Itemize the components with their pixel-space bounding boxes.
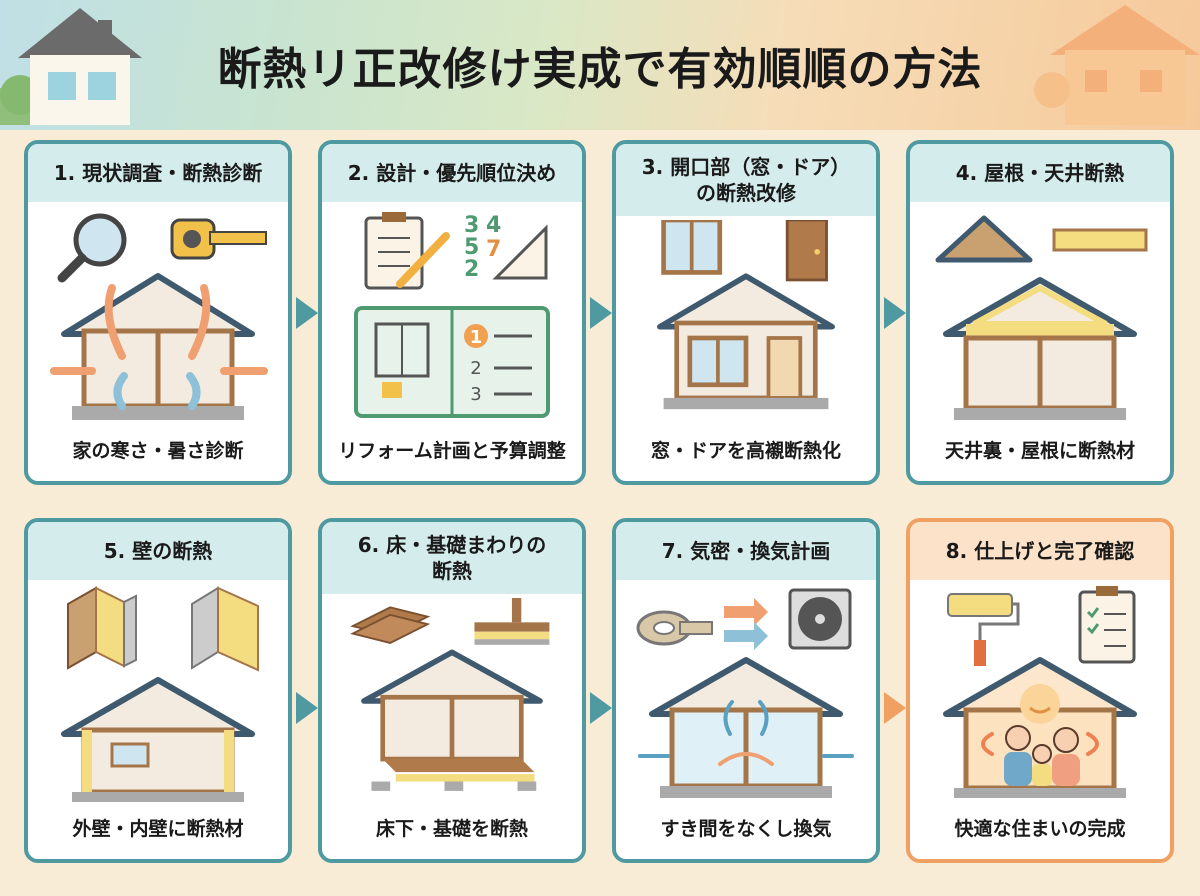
step-title-line1: 6. 床・基礎まわりの <box>357 533 547 557</box>
heat-arrow-icon <box>50 284 268 410</box>
ventilation-fan-icon <box>788 588 852 650</box>
wall-insulation-illustration <box>61 586 259 802</box>
step-title-line2: の断熱改修 <box>695 181 796 205</box>
step-title: 3. 開口部（窓・ドア） の断熱改修 <box>616 144 876 216</box>
step-title: 1. 現状調査・断熱診断 <box>28 144 288 202</box>
svg-text:3: 3 <box>470 384 481 405</box>
step-caption: 快適な住まいの完成 <box>954 818 1126 840</box>
tape-roll-icon <box>636 610 713 646</box>
clipboard-icon <box>364 212 424 290</box>
house-icon <box>61 677 255 802</box>
step-title: 5. 壁の断熱 <box>28 522 288 580</box>
step-card-4: 4. 屋根・天井断熱 天井裏・屋根に断熱材 <box>906 140 1174 485</box>
step-title: 6. 床・基礎まわりの 断熱 <box>322 522 582 594</box>
svg-text:3: 3 <box>464 213 479 238</box>
step-card-1: 1. 現状調査・断熱診断 家の寒さ・暑さ診断 <box>24 140 292 485</box>
smiley-sun-icon <box>1020 684 1060 724</box>
flow-arrow-1 <box>294 295 320 331</box>
step-caption: 家の寒さ・暑さ診断 <box>72 440 244 462</box>
house-icon <box>361 649 543 791</box>
svg-text:2: 2 <box>464 257 479 282</box>
svg-text:2: 2 <box>470 358 481 379</box>
step-card-2: 2. 設計・優先順位決め 3 4 5 2 7 1 <box>318 140 586 485</box>
step-title-line2: 断熱 <box>431 559 472 583</box>
wall-section-icon <box>67 586 137 670</box>
house-icon <box>943 277 1137 420</box>
diagnosis-illustration <box>50 213 268 420</box>
floor-insulation-illustration <box>350 598 550 791</box>
airflow-arrow-icon <box>724 598 768 650</box>
page-title: 断熱リ正改修け実成で有効順順の方法 <box>217 44 983 95</box>
numbers-icon: 3 4 5 2 7 <box>464 213 501 282</box>
step-title: 8. 仕上げと完了確認 <box>910 522 1170 580</box>
roof-insulation-illustration <box>935 215 1148 420</box>
flow-arrow-5 <box>294 690 320 726</box>
airtight-ventilation-illustration <box>636 588 854 798</box>
svg-text:7: 7 <box>486 237 501 262</box>
flow-arrow-7 <box>882 690 908 726</box>
checklist-icon <box>1078 586 1136 664</box>
window-icon <box>661 220 723 275</box>
warm-air-icon <box>981 732 1099 756</box>
wall-panel-icon <box>191 586 259 672</box>
roof-panel-icon <box>935 215 1033 263</box>
floor-boards-icon <box>350 606 431 644</box>
step-title: 2. 設計・優先順位決め <box>322 144 582 202</box>
house-icon <box>61 273 255 420</box>
tape-measure-icon <box>170 218 267 260</box>
step-card-8: 8. 仕上げと完了確認 <box>906 518 1174 863</box>
flow-arrow-6 <box>588 690 614 726</box>
step-caption: 天井裏・屋根に断熱材 <box>944 440 1135 462</box>
step-caption: 窓・ドアを高襯断熱化 <box>650 440 841 462</box>
pencil-icon <box>396 232 450 288</box>
set-square-icon <box>492 224 548 280</box>
family-icon <box>1004 725 1080 786</box>
step-caption: すき間をなくし換気 <box>660 818 832 840</box>
header-background <box>0 0 1200 130</box>
air-circulation-icon <box>638 700 854 758</box>
insulation-board-icon <box>1052 228 1148 252</box>
house-icon <box>649 657 843 798</box>
step-title: 7. 気密・換気計画 <box>616 522 876 580</box>
flow-arrow-2 <box>588 295 614 331</box>
step-card-7: 7. 気密・換気計画 すき <box>612 518 880 863</box>
house-illustration-left <box>0 8 142 125</box>
step-card-3: 3. 開口部（窓・ドア） の断熱改修 窓・ドアを高襯断熱化 <box>612 140 880 485</box>
magnifier-icon <box>57 213 127 283</box>
step-title: 4. 屋根・天井断熱 <box>910 144 1170 202</box>
svg-text:1: 1 <box>470 327 483 348</box>
step-caption: リフォーム計画と予算調整 <box>338 440 566 462</box>
house-icon <box>657 273 835 410</box>
step-card-5: 5. 壁の断熱 外壁・内壁に断熱材 <box>24 518 292 863</box>
step-caption: 床下・基礎を断熱 <box>375 818 528 840</box>
step-card-6: 6. 床・基礎まわりの 断熱 床下・基礎を断熱 <box>318 518 586 863</box>
flow-arrow-3 <box>882 295 908 331</box>
plan-book-icon: 1 2 3 <box>354 306 550 418</box>
svg-text:5: 5 <box>464 235 479 260</box>
svg-text:4: 4 <box>486 213 501 238</box>
foundation-icon <box>474 598 550 645</box>
completion-illustration <box>943 586 1137 798</box>
house-illustration-right <box>1034 5 1200 125</box>
step-caption: 外壁・内壁に断熱材 <box>72 818 244 840</box>
planning-illustration: 3 4 5 2 7 1 2 3 <box>354 212 550 418</box>
paint-roller-icon <box>947 593 1020 666</box>
warm-air-icon <box>718 752 774 766</box>
opening-illustration <box>657 220 835 410</box>
door-icon <box>785 220 828 282</box>
step-title-line1: 3. 開口部（窓・ドア） <box>641 155 851 179</box>
